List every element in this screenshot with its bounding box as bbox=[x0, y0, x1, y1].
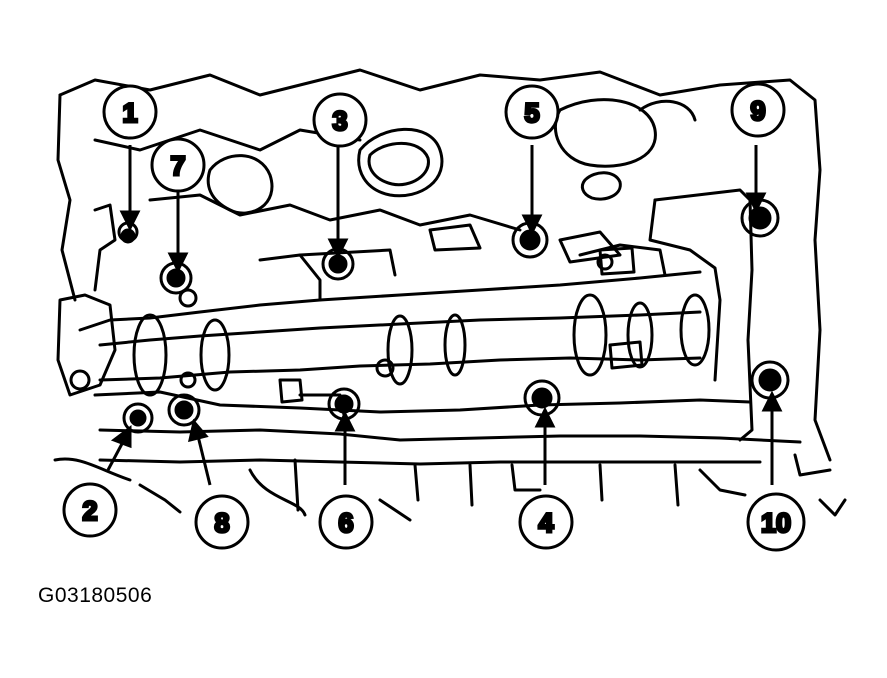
callout-7: 7 bbox=[150, 137, 206, 193]
callout-8-label: 8 bbox=[214, 508, 229, 538]
callout-9-label: 9 bbox=[750, 96, 765, 126]
bolt-9 bbox=[740, 198, 780, 238]
callout-circles: 1 2 3 4 5 6 7 8 bbox=[62, 82, 806, 552]
callout-5: 5 bbox=[504, 84, 560, 140]
callout-4: 4 bbox=[518, 494, 574, 550]
bolt-8 bbox=[167, 393, 201, 427]
callout-8: 8 bbox=[194, 494, 250, 550]
bolt-markers bbox=[120, 198, 790, 434]
engine-outline bbox=[53, 68, 847, 522]
callout-7-label: 7 bbox=[170, 151, 185, 181]
callout-10-label: 10 bbox=[761, 508, 791, 538]
figure-id-label: G03180506 bbox=[38, 584, 153, 607]
callout-6-label: 6 bbox=[338, 508, 353, 538]
leader-arrows bbox=[106, 145, 783, 486]
bolt-4 bbox=[523, 379, 561, 417]
callout-10: 10 bbox=[746, 492, 806, 552]
callout-1-label: 1 bbox=[122, 98, 137, 128]
callout-6: 6 bbox=[318, 494, 374, 550]
callout-1: 1 bbox=[102, 84, 158, 140]
bolt-1 bbox=[120, 228, 136, 244]
callout-3-label: 3 bbox=[332, 106, 347, 136]
bolt-2 bbox=[122, 402, 154, 434]
callout-2: 2 bbox=[62, 482, 118, 538]
callout-5-label: 5 bbox=[524, 98, 539, 128]
bolt-10 bbox=[750, 360, 790, 400]
callout-3: 3 bbox=[312, 92, 368, 148]
callout-4-label: 4 bbox=[538, 508, 553, 538]
callout-9: 9 bbox=[730, 82, 786, 138]
callout-2-label: 2 bbox=[82, 496, 97, 526]
